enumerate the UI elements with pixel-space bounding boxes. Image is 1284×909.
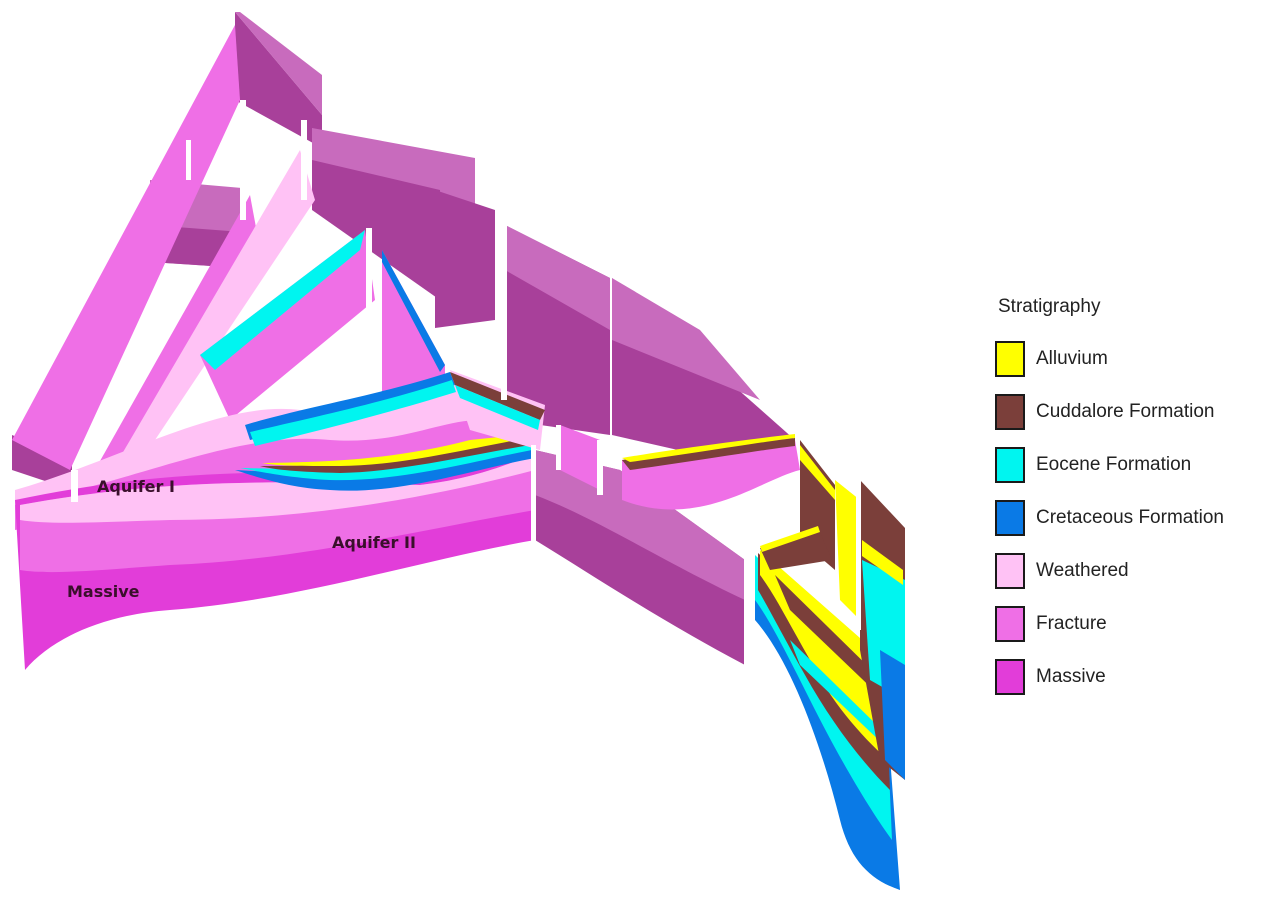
panel-left-long-diagonal <box>12 25 240 470</box>
panel-third-diagonal <box>95 150 315 500</box>
legend-label: Cretaceous Formation <box>1036 506 1224 528</box>
legend-label: Eocene Formation <box>1036 453 1192 475</box>
legend-swatch-weathered <box>995 552 1025 589</box>
legend-item-cuddalore: Cuddalore Formation <box>995 385 1275 438</box>
legend-item-alluvium: Alluvium <box>995 332 1275 385</box>
legend-swatch-fracture <box>995 605 1025 642</box>
legend-swatch-eocene <box>995 446 1025 483</box>
rs-column-2-yellow <box>862 540 903 585</box>
front-weathered <box>20 455 535 523</box>
cr-stripe-brown <box>622 438 795 470</box>
cr-upper <box>535 450 745 600</box>
rs-small-yellow <box>760 526 820 552</box>
panel-top-peak-upper <box>235 12 322 115</box>
legend-label: Massive <box>1036 665 1106 687</box>
legend-title: Stratigraphy <box>998 296 1101 317</box>
legend-item-eocene: Eocene Formation <box>995 438 1275 491</box>
legend-label: Weathered <box>1036 559 1129 581</box>
cr-center-stripes2 <box>455 385 540 430</box>
right-sediment-panels <box>755 440 905 890</box>
cr-stripe-yellow <box>622 434 795 462</box>
panel-gaps <box>71 100 861 668</box>
rs-column-1-yellow <box>800 445 835 500</box>
label-aquifer-1: Aquifer I <box>97 477 175 496</box>
legend-item-cretaceous: Cretaceous Formation <box>995 491 1275 544</box>
diagonal-panels <box>12 25 445 500</box>
panel-fan-left-cap <box>200 230 365 370</box>
panel-top-peak <box>235 12 322 148</box>
legend-swatch-massive <box>995 658 1025 695</box>
legend-label: Alluvium <box>1036 347 1108 369</box>
legend-label: Cuddalore Formation <box>1036 400 1215 422</box>
legend: Stratigraphy Alluvium Cuddalore Formatio… <box>995 296 1275 703</box>
cr-center-stripes <box>450 372 545 420</box>
front-panel <box>15 434 535 670</box>
band-upper-eocene <box>250 380 456 446</box>
legend-item-fracture: Fracture <box>995 597 1275 650</box>
center-right-panel <box>450 370 800 665</box>
panel-fan-left <box>200 230 375 420</box>
rs-stripe-cyan-2 <box>790 640 884 745</box>
panel-right-large-top <box>612 278 760 400</box>
panel-second-diagonal <box>78 195 262 500</box>
legend-item-weathered: Weathered <box>995 544 1275 597</box>
cr-small-right <box>560 425 600 490</box>
legend-swatch-cuddalore <box>995 393 1025 430</box>
panel-vertical-strip-cap <box>382 250 445 372</box>
panel-center-large-top <box>505 225 610 330</box>
rs-column-2-blue <box>880 650 905 780</box>
rs-small-brown <box>760 528 832 570</box>
legend-label: Fracture <box>1036 612 1107 634</box>
legend-item-massive: Massive <box>995 650 1275 703</box>
panel-small-block <box>435 190 495 328</box>
rs-stripe-brown-2 <box>775 575 884 700</box>
panel-mid-top-low <box>312 160 440 300</box>
panel-left-edge <box>12 435 72 490</box>
legend-swatch-cretaceous <box>995 499 1025 536</box>
rs-column-3 <box>835 480 860 620</box>
label-aquifer-2: Aquifer II <box>332 533 416 552</box>
label-massive: Massive <box>67 582 140 601</box>
panel-vertical-strip <box>382 250 445 420</box>
legend-swatch-alluvium <box>995 340 1025 377</box>
